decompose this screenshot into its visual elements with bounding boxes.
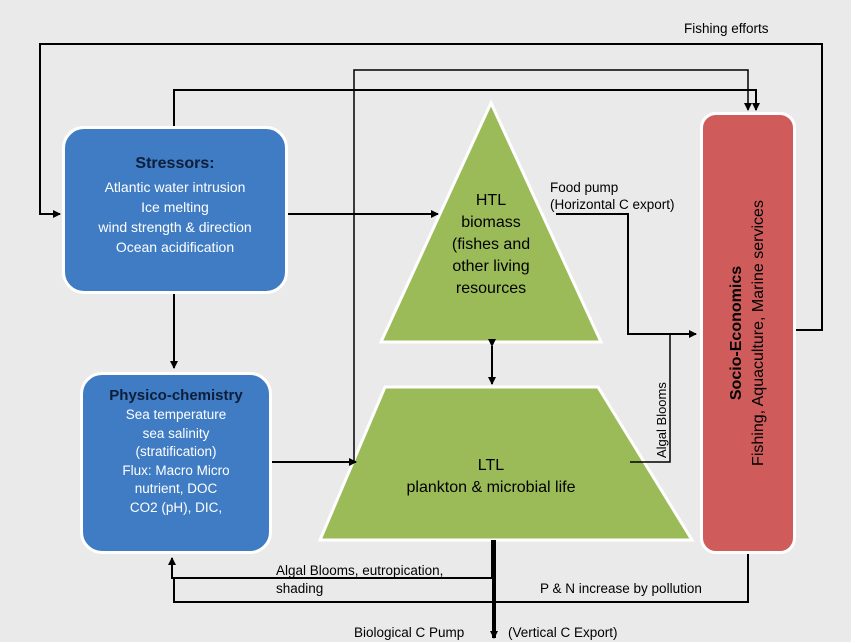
food-pump-sub-label: (Horizontal C export) [550, 197, 675, 212]
algal-blooms-vertical-label: Algal Blooms [654, 382, 669, 458]
htl-text: HTL biomass (fishes and other living res… [420, 190, 562, 300]
socio-economics-box: Socio-Economics Fishing, Aquaculture, Ma… [700, 112, 796, 554]
fishing-efforts-arrow [39, 43, 823, 331]
fishing-efforts-label: Fishing efforts [684, 21, 769, 36]
htl-line: HTL [475, 192, 507, 209]
ltl-line: LTL [477, 457, 505, 474]
physico-chemistry-box: Physico-chemistry Sea temperature sea sa… [80, 372, 272, 554]
food-pump-label: Food pump [550, 180, 619, 195]
htl-line: other living [452, 258, 530, 275]
stressor-item: Atlantic water intrusion [104, 179, 246, 195]
vertical-export-label: (Vertical C Export) [508, 625, 618, 640]
socio-subtitle: Fishing, Aquaculture, Marine services [750, 200, 767, 466]
physico-item: nutrient, DOC [134, 481, 218, 496]
stressor-item: wind strength & direction [98, 219, 252, 235]
htl-line: biomass [461, 214, 521, 231]
stressor-item: Ocean acidification [115, 239, 235, 255]
algal-blooms-label: Algal Blooms, eutropication, [276, 563, 444, 578]
physico-item: Sea temperature [125, 407, 227, 422]
htl-line: (fishes and [451, 236, 531, 253]
stressor-item: Ice melting [141, 199, 209, 215]
stressors-box: Stressors: Atlantic water intrusion Ice … [62, 126, 288, 294]
ltl-text: LTL plankton & microbial life [370, 455, 612, 499]
stressors-to-socio-arrow [173, 89, 760, 126]
physico-title: Physico-chemistry [109, 387, 243, 404]
ltl-trapezoid [317, 385, 695, 542]
socio-title: Socio-Economics [728, 265, 745, 401]
physico-item: (stratification) [135, 444, 217, 459]
stressors-title: Stressors: [135, 155, 215, 172]
pollution-arrow [173, 554, 749, 603]
htl-line: resources [455, 280, 527, 297]
ltl-line: plankton & microbial life [406, 479, 576, 496]
physico-item: CO2 (pH), DIC, [129, 499, 223, 515]
socio-economics-text: Socio-Economics Fishing, Aquaculture, Ma… [728, 200, 768, 466]
shading-label: shading [276, 581, 324, 596]
pn-increase-label: P & N increase by pollution [540, 581, 702, 596]
physico-item: sea salinity [142, 425, 210, 441]
food-pump-arrow [556, 213, 697, 338]
algal-blooms-to-socio-arrow [630, 334, 671, 463]
biological-pump-label: Biological C Pump [354, 625, 465, 640]
physico-item: Flux: Macro Micro [122, 462, 230, 478]
